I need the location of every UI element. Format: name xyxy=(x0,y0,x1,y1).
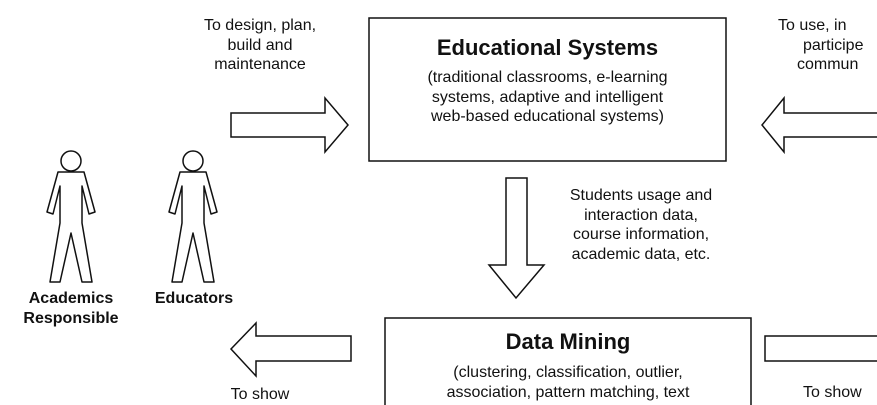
flow-label-usage-data: Students usage and interaction data, cou… xyxy=(536,186,746,264)
actor-label-educators: Educators xyxy=(154,290,234,307)
flow-label-line: Students usage and xyxy=(569,187,713,204)
actor-label-line: Responsible xyxy=(23,310,119,327)
academics-person-icon xyxy=(46,150,96,283)
arrow-right-design xyxy=(230,95,349,155)
data-mining-box xyxy=(384,317,752,405)
arrow-left-use xyxy=(761,95,877,155)
actor-label-academics: Academics Responsible xyxy=(6,289,136,329)
data-mining-line: (clustering, classification, outlier, xyxy=(453,364,683,381)
educational-systems-description: (traditional classrooms, e-learning syst… xyxy=(369,68,726,127)
flow-label-line: participe xyxy=(803,36,864,54)
flow-label-line: build and xyxy=(227,36,293,54)
educational-systems-line: web-based educational systems) xyxy=(430,108,664,126)
flow-label-line: To design, plan, xyxy=(203,17,317,34)
educational-systems-title: Educational Systems xyxy=(436,35,659,60)
flow-label-show-right: To show xyxy=(803,384,862,401)
arrow-left-show xyxy=(229,321,352,378)
flow-label-line: commun xyxy=(797,56,859,74)
flow-label-line: course information, xyxy=(572,226,710,244)
actor-label-line: Academics xyxy=(28,290,114,307)
educational-systems-box xyxy=(368,17,727,162)
educators-person-icon xyxy=(168,150,218,283)
flow-label-line: academic data, etc. xyxy=(571,245,711,263)
data-mining-line: association, pattern matching, text xyxy=(446,383,690,401)
arrow-right-show xyxy=(764,335,877,362)
educational-systems-line: (traditional classrooms, e-learning xyxy=(427,69,668,86)
flow-label-use: To use, in participe commun xyxy=(778,16,877,75)
flow-label-line: To use, in xyxy=(778,17,847,34)
data-mining-description: (clustering, classification, outlier, as… xyxy=(385,363,751,402)
flow-label-show-left: To show xyxy=(230,386,290,403)
flow-label-line: interaction data, xyxy=(584,206,698,224)
flow-label-line: maintenance xyxy=(214,56,306,74)
data-mining-title: Data Mining xyxy=(505,329,631,354)
educational-systems-line: systems, adaptive and intelligent xyxy=(431,88,664,106)
arrow-down-data xyxy=(487,177,546,300)
flow-label-design: To design, plan, build and maintenance xyxy=(160,16,360,75)
